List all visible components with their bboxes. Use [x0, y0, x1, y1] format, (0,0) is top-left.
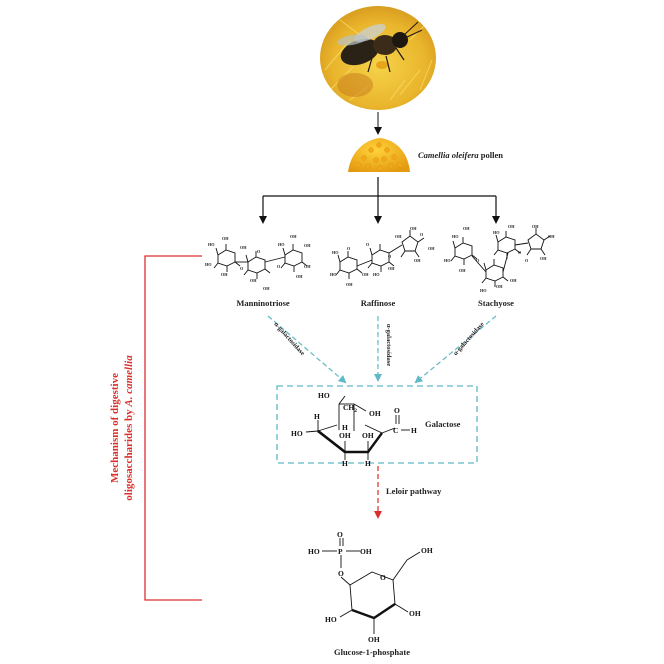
mechanism-label: Mechanism of digestive oligosaccharides … [109, 355, 135, 501]
svg-text:O: O [518, 250, 522, 255]
svg-text:OH: OH [395, 234, 402, 239]
svg-text:OH: OH [496, 284, 503, 289]
svg-text:OH: OH [421, 546, 433, 555]
svg-text:OH: OH [362, 431, 374, 440]
svg-text:H: H [411, 426, 417, 435]
svg-text:oligosaccharides by A. camelli: oligosaccharides by A. camellia [123, 355, 135, 501]
svg-text:HO: HO [205, 262, 212, 267]
svg-text:OH: OH [263, 286, 270, 291]
svg-text:OH: OH [463, 226, 470, 231]
svg-text:O: O [338, 569, 344, 578]
bee-on-flower-photo [320, 6, 436, 110]
svg-text:HO: HO [325, 615, 337, 624]
svg-text:O: O [277, 264, 281, 269]
glucose-1-phosphate-atom-labels: O P HO OH O O OH HO OH OH [308, 530, 433, 644]
svg-text:OH: OH [304, 243, 311, 248]
galactose-box [276, 385, 478, 464]
svg-text:O: O [366, 242, 370, 247]
svg-text:O: O [420, 232, 424, 237]
pollen-pile-icon [348, 138, 410, 172]
enzyme-label-left: α-galactosidase [272, 321, 306, 357]
svg-text:H: H [365, 459, 371, 468]
svg-text:HO: HO [444, 258, 451, 263]
galactose-label: Galactose [425, 419, 461, 429]
svg-text:OH: OH [409, 609, 421, 618]
svg-text:C: C [393, 426, 398, 435]
leloir-pathway-label: Leloir pathway [386, 486, 442, 496]
svg-text:OH: OH [540, 256, 547, 261]
pollen-label: Camellia oleifera pollen [418, 150, 503, 160]
svg-text:O: O [240, 266, 244, 271]
svg-text:OH: OH [339, 431, 351, 440]
svg-text:H: H [314, 412, 320, 421]
svg-text:OH: OH [388, 266, 395, 271]
manninotriose-label: Manninotriose [236, 298, 290, 308]
stachyose-label: Stachyose [478, 298, 514, 308]
svg-text:OH: OH [548, 234, 555, 239]
svg-text:OH: OH [221, 272, 228, 277]
enzyme-label-right: α-galactosidase [452, 321, 486, 357]
svg-text:HO: HO [373, 272, 380, 277]
galactose-structure [305, 395, 410, 460]
svg-text:OH: OH [532, 224, 539, 229]
svg-text:O: O [337, 530, 343, 539]
galactose-atom-labels: HO CH2 OH H H HO OH OH H H C O H [291, 391, 417, 468]
svg-text:CH2: CH2 [343, 403, 357, 414]
svg-text:O: O [525, 258, 529, 263]
svg-text:OH: OH [508, 224, 515, 229]
svg-text:HO: HO [318, 391, 330, 400]
svg-text:OH: OH [250, 278, 257, 283]
svg-text:OH: OH [368, 635, 380, 644]
svg-text:H: H [342, 459, 348, 468]
svg-text:P: P [338, 547, 343, 556]
mechanism-bracket [144, 255, 202, 601]
svg-text:O: O [347, 246, 351, 251]
enzyme-arrows [267, 315, 497, 384]
svg-text:OH: OH [510, 278, 517, 283]
branch-arrows [259, 177, 500, 224]
svg-text:O: O [380, 573, 386, 582]
svg-text:HO: HO [278, 242, 285, 247]
glucose-1-phosphate-label: Glucose-1-phosphate [334, 647, 410, 657]
glucose-1-phosphate-structure [322, 538, 421, 634]
svg-text:HO: HO [452, 234, 459, 239]
svg-text:OH: OH [222, 236, 229, 241]
svg-text:O: O [388, 254, 392, 259]
svg-text:OH: OH [410, 226, 417, 231]
svg-text:OH: OH [369, 409, 381, 418]
svg-text:HO: HO [291, 429, 303, 438]
svg-text:OH: OH [240, 245, 247, 250]
svg-text:O: O [257, 249, 261, 254]
svg-text:O: O [476, 258, 480, 263]
enzyme-label-center: α-galactosidase [385, 324, 392, 366]
svg-text:OH: OH [362, 272, 369, 277]
svg-text:OH: OH [428, 246, 435, 251]
svg-text:OH: OH [296, 274, 303, 279]
svg-text:OH: OH [414, 258, 421, 263]
svg-text:OH: OH [346, 282, 353, 287]
svg-text:OH: OH [459, 268, 466, 273]
svg-text:HO: HO [330, 272, 337, 277]
svg-text:OH: OH [304, 264, 311, 269]
svg-text:H: H [342, 423, 348, 432]
svg-text:HO: HO [308, 547, 320, 556]
svg-text:HO: HO [493, 230, 500, 235]
svg-text:HO: HO [208, 242, 215, 247]
svg-text:HO: HO [332, 250, 339, 255]
raffinose-label: Raffinose [361, 298, 396, 308]
svg-text:OH: OH [290, 234, 297, 239]
svg-text:HO: HO [480, 288, 487, 293]
svg-text:Mechanism of digestive: Mechanism of digestive [109, 373, 121, 483]
svg-text:O: O [394, 406, 400, 415]
svg-text:OH: OH [360, 547, 372, 556]
